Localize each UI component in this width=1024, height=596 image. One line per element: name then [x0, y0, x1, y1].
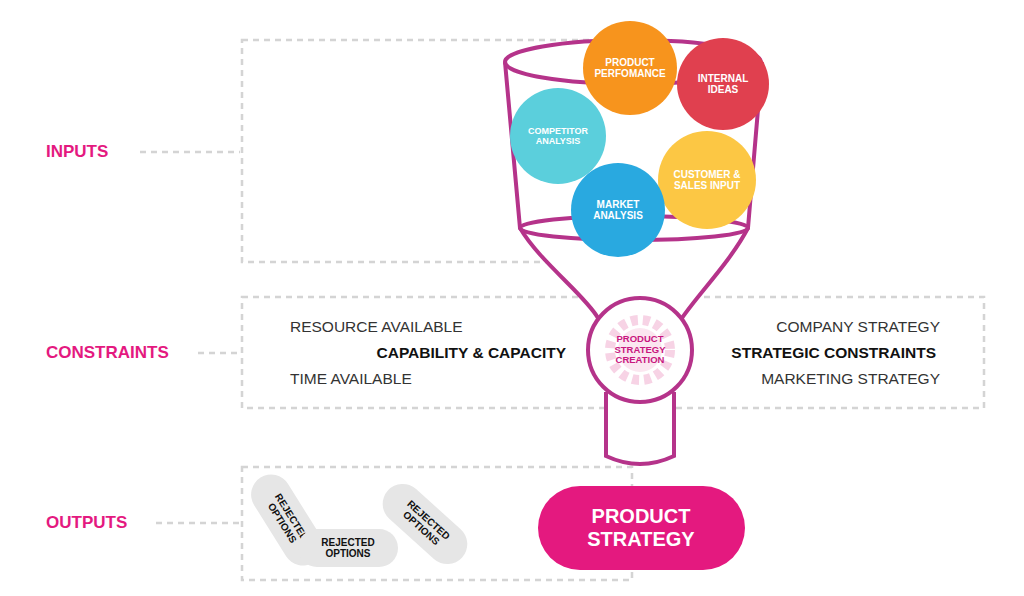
constraint-label: STRATEGIC CONSTRAINTS	[731, 343, 936, 363]
node-text: PRODUCT STRATEGY	[571, 505, 711, 551]
constraint-label: CAPABILITY & CAPACITY	[377, 343, 566, 363]
output-pill: PRODUCT STRATEGY	[538, 486, 745, 570]
section-label: INPUTS	[46, 142, 108, 162]
leader-line	[140, 151, 240, 154]
funnel-ring	[588, 298, 692, 402]
node-text: INTERNAL IDEAS	[687, 73, 759, 96]
node-text: REJECTED OPTIONS	[313, 537, 383, 560]
input-circle: PRODUCT PERFOMANCE	[583, 21, 677, 115]
constraints-region	[242, 297, 984, 408]
node-text: PRODUCT STRATEGY CREATION	[605, 334, 675, 367]
process-circle: PRODUCT STRATEGY CREATION	[596, 306, 684, 394]
input-circle: CUSTOMER & SALES INPUT	[658, 131, 756, 229]
constraint-label: COMPANY STRATEGY	[776, 317, 940, 337]
node-text: REJECTED OPTIONS	[391, 492, 458, 556]
node-text: PRODUCT PERFOMANCE	[592, 57, 668, 80]
node-text: COMPETITOR ANALYSIS	[517, 126, 599, 147]
input-circle: INTERNAL IDEAS	[677, 38, 769, 130]
constraint-label: MARKETING STRATEGY	[761, 369, 940, 389]
section-label: OUTPUTS	[46, 513, 127, 533]
node-text: MARKET ANALYSIS	[582, 199, 654, 222]
leader-line	[198, 352, 240, 355]
constraint-label: RESOURCE AVAILABLE	[290, 317, 463, 337]
input-circle: MARKET ANALYSIS	[571, 163, 665, 257]
constraint-label: TIME AVAILABLE	[290, 369, 412, 389]
node-text: CUSTOMER & SALES INPUT	[670, 169, 744, 192]
section-label: CONSTRAINTS	[46, 343, 169, 363]
leader-line	[156, 522, 240, 525]
rejected-pill: REJECTED OPTIONS	[298, 529, 398, 567]
